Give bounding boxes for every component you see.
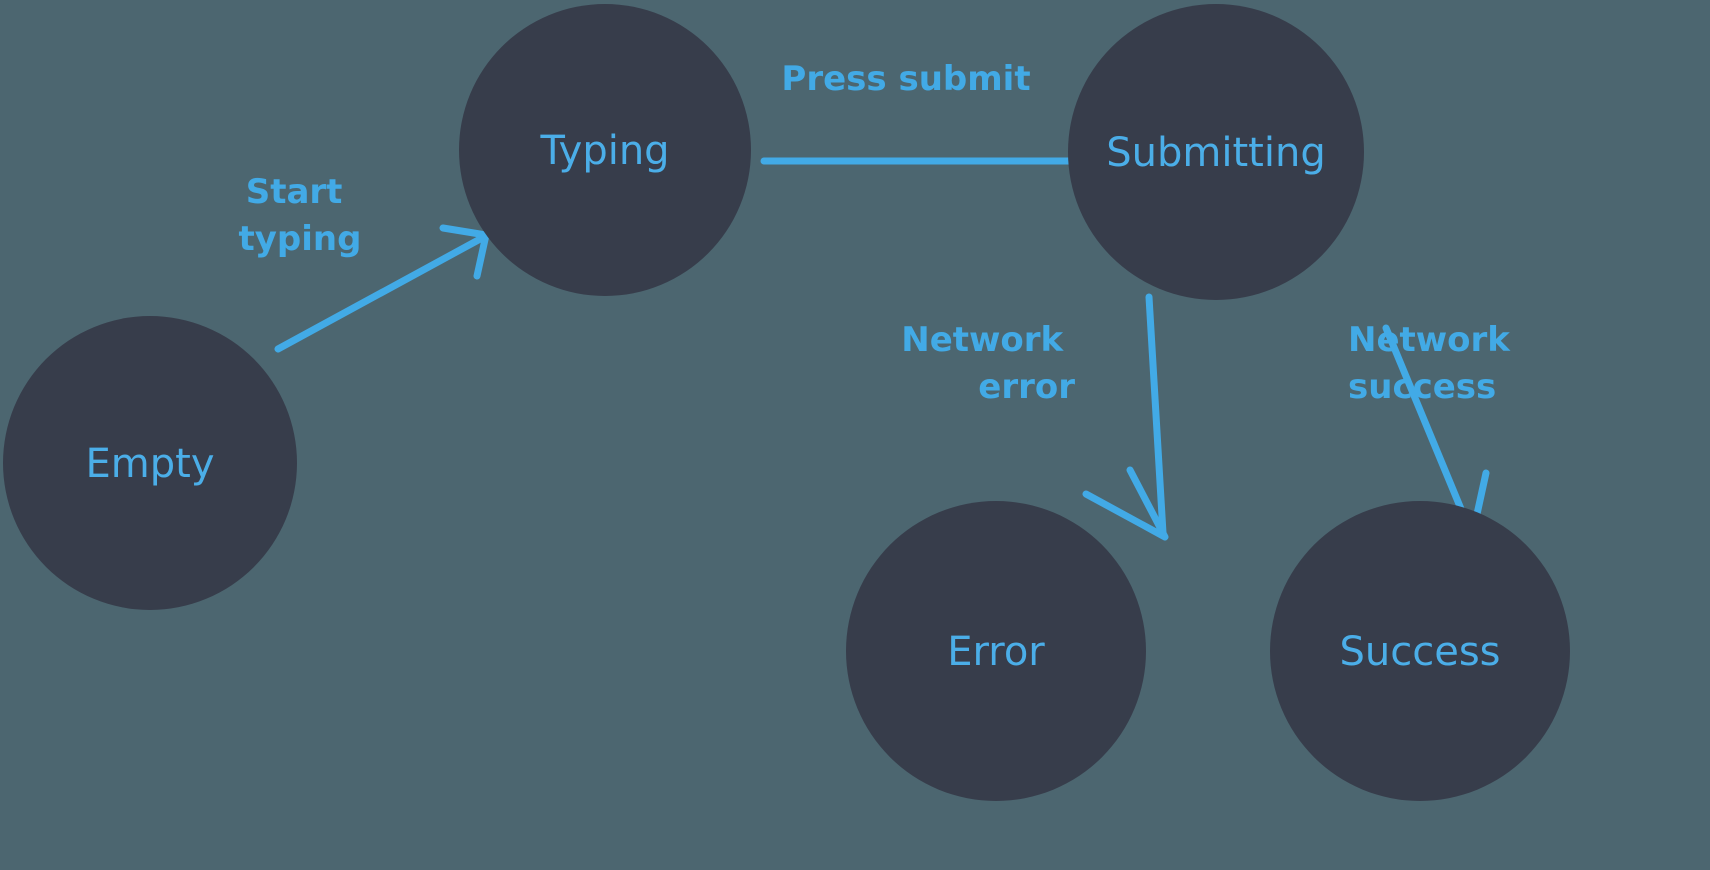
- edge-start-typing-label-line-1: Start: [246, 172, 343, 212]
- edge-network-success: Network success: [1348, 320, 1522, 541]
- edge-network-success-label-line-2: success: [1348, 367, 1496, 407]
- edge-network-success-label-line-1: Network: [1348, 320, 1511, 360]
- edge-start-typing-arrowhead: [439, 224, 490, 280]
- state-node-success[interactable]: Success: [1270, 501, 1570, 801]
- edge-start-typing-line: [274, 234, 486, 353]
- edge-start-typing-label: Start typing: [239, 172, 362, 259]
- edge-press-submit-label-line-1: Press submit: [781, 59, 1030, 99]
- state-node-success-circle[interactable]: [1270, 501, 1570, 801]
- edge-network-success-label: Network success: [1348, 320, 1522, 407]
- state-node-submitting[interactable]: Submitting: [1068, 4, 1364, 300]
- state-node-empty-circle[interactable]: [3, 316, 297, 610]
- edge-network-error-label: Network error: [901, 320, 1075, 407]
- edge-network-error-line: [1145, 293, 1167, 537]
- edge-network-error-label-line-2: error: [978, 367, 1075, 407]
- state-node-typing-label: Typing: [539, 128, 669, 174]
- state-node-error-circle[interactable]: [846, 501, 1146, 801]
- state-node-error[interactable]: Error: [846, 501, 1146, 801]
- state-node-typing[interactable]: Typing: [459, 4, 751, 296]
- state-node-submitting-circle[interactable]: [1068, 4, 1364, 300]
- edge-network-error-arrowhead: [1082, 466, 1169, 541]
- edge-start-typing: Start typing: [239, 172, 490, 353]
- state-node-empty[interactable]: Empty: [3, 316, 297, 610]
- edge-start-typing-label-line-2: typing: [239, 219, 362, 259]
- state-node-empty-label: Empty: [86, 441, 215, 487]
- edge-press-submit: Press submit: [760, 59, 1144, 197]
- state-node-typing-circle[interactable]: [459, 4, 751, 296]
- edge-press-submit-label: Press submit: [781, 59, 1030, 99]
- state-node-submitting-label: Submitting: [1106, 130, 1325, 176]
- state-node-success-label: Success: [1339, 629, 1500, 675]
- edge-network-success-line: [1382, 324, 1475, 537]
- state-node-error-label: Error: [947, 629, 1045, 675]
- edge-network-error-label-line-1: Network: [901, 320, 1064, 360]
- edge-network-error: Network error: [901, 293, 1169, 541]
